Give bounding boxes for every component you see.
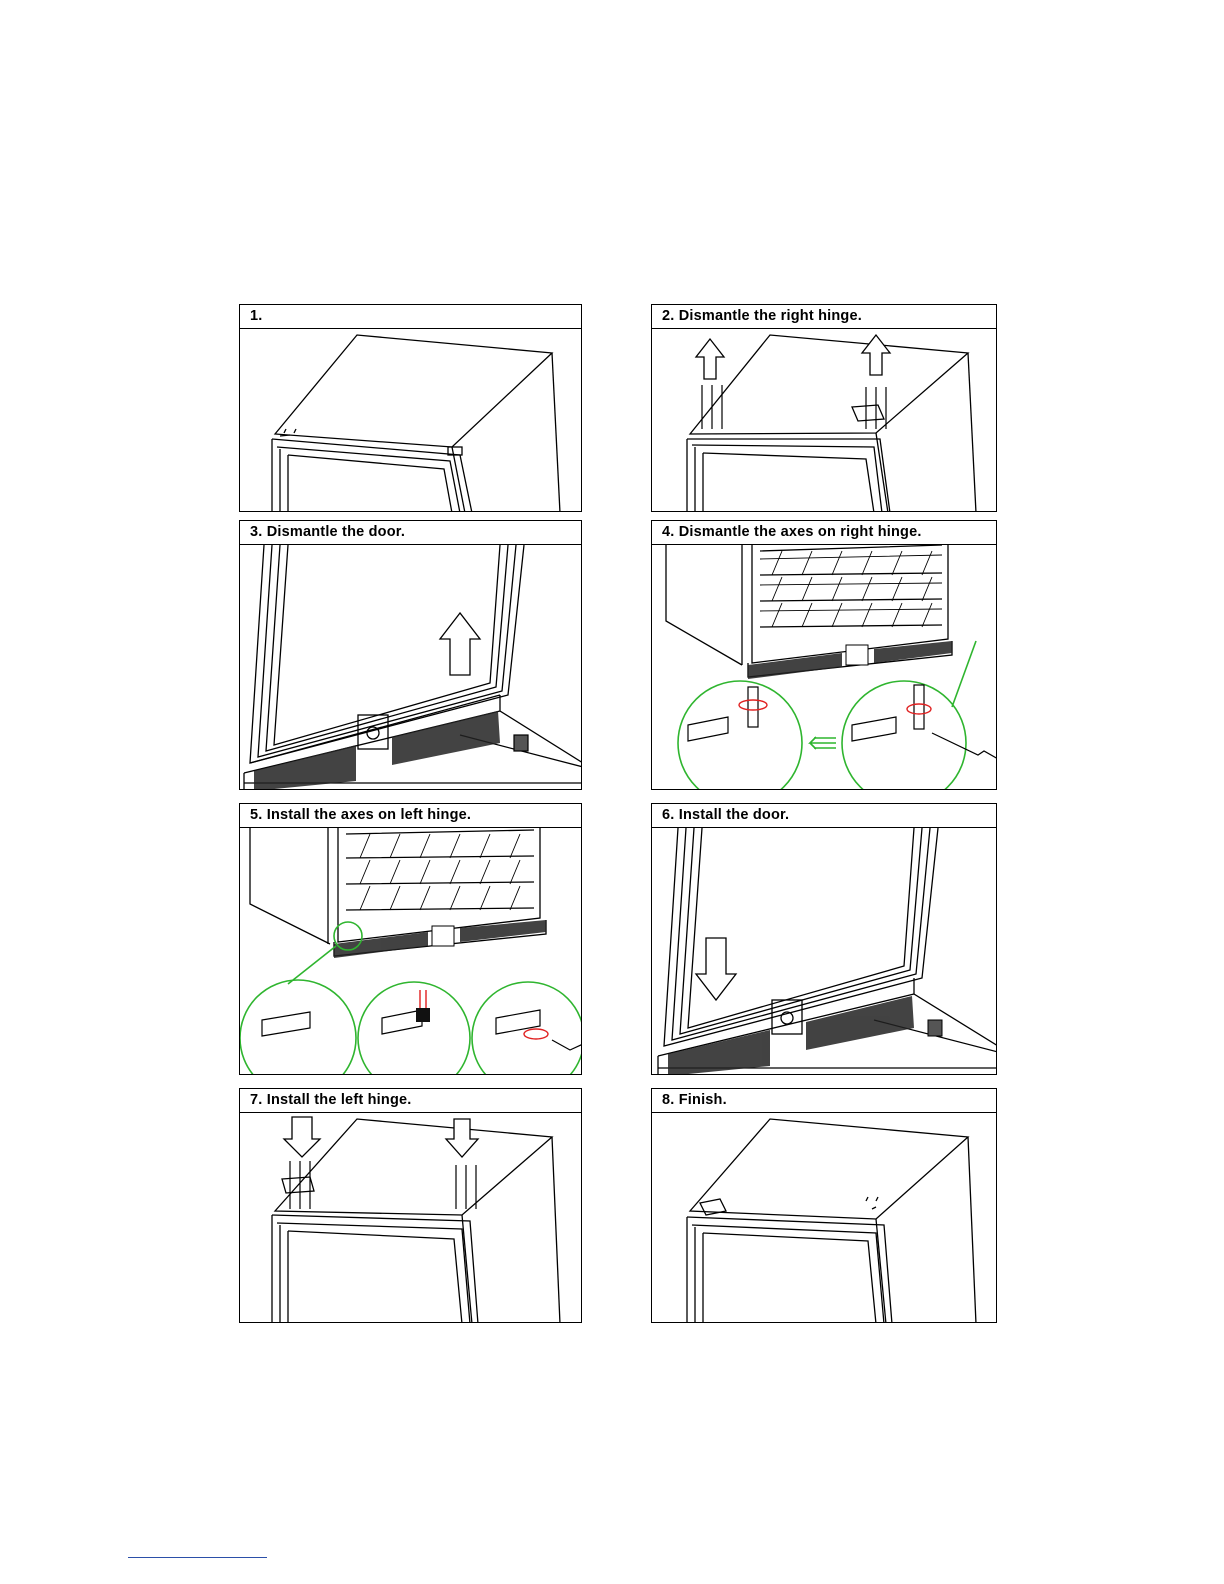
step-3-title: 3. Dismantle the door. <box>240 521 581 545</box>
step-5-illustration <box>240 828 582 1075</box>
step-8-panel: 8. Finish. <box>651 1088 997 1323</box>
down-arrow-icon <box>696 938 736 1000</box>
step-6-title: 6. Install the door. <box>652 804 996 828</box>
step-3-panel: 3. Dismantle the door. <box>239 520 582 790</box>
step-7-panel: 7. Install the left hinge. <box>239 1088 582 1323</box>
step-2-illustration <box>652 329 997 512</box>
step-2-panel: 2. Dismantle the right hinge. <box>651 304 997 512</box>
step-4-illustration <box>652 545 997 790</box>
down-arrow-icon <box>284 1117 478 1157</box>
step-5-panel: 5. Install the axes on left hinge. <box>239 803 582 1075</box>
up-arrow-icon <box>696 335 890 379</box>
step-1-panel: 1. <box>239 304 582 512</box>
step-2-title: 2. Dismantle the right hinge. <box>652 305 996 329</box>
step-3-illustration <box>240 545 582 790</box>
step-6-panel: 6. Install the door. <box>651 803 997 1075</box>
step-4-title: 4. Dismantle the axes on right hinge. <box>652 521 996 545</box>
step-5-title: 5. Install the axes on left hinge. <box>240 804 581 828</box>
step-4-panel: 4. Dismantle the axes on right hinge. <box>651 520 997 790</box>
step-8-title: 8. Finish. <box>652 1089 996 1113</box>
step-8-illustration <box>652 1113 997 1323</box>
step-1-illustration <box>240 329 582 512</box>
step-1-title: 1. <box>240 305 581 329</box>
step-6-illustration <box>652 828 997 1075</box>
step-7-illustration <box>240 1113 582 1323</box>
up-arrow-icon <box>440 613 480 675</box>
step-7-title: 7. Install the left hinge. <box>240 1089 581 1113</box>
footer-rule <box>128 1557 267 1558</box>
